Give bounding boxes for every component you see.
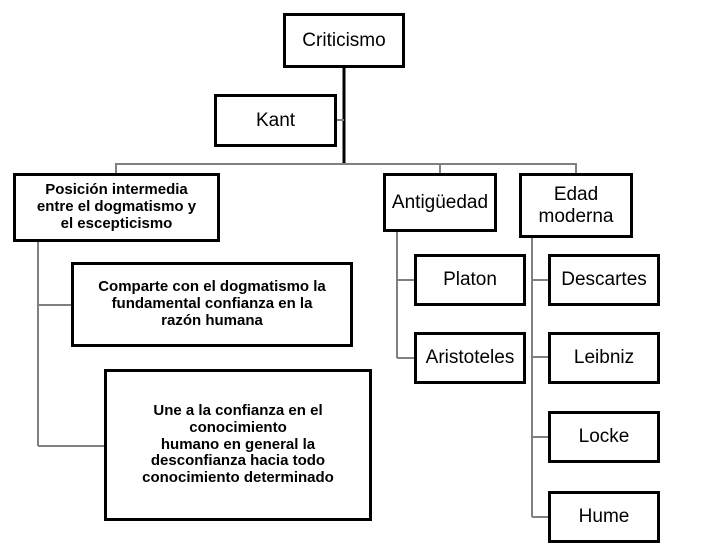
node-hume[interactable]: Hume <box>548 491 660 543</box>
node-aristoteles[interactable]: Aristoteles <box>414 332 526 384</box>
node-aristoteles-label: Aristoteles <box>425 347 515 369</box>
node-criticismo-label: Criticismo <box>302 29 386 51</box>
node-criticismo[interactable]: Criticismo <box>283 13 405 68</box>
node-antiguedad-label: Antigüedad <box>391 191 489 213</box>
node-platon-label: Platon <box>443 269 497 291</box>
node-descartes[interactable]: Descartes <box>548 254 660 306</box>
node-edad-moderna[interactable]: Edad moderna <box>519 173 633 238</box>
node-kant[interactable]: Kant <box>214 94 337 147</box>
node-descartes-label: Descartes <box>561 269 647 291</box>
node-locke[interactable]: Locke <box>548 411 660 463</box>
node-platon[interactable]: Platon <box>414 254 526 306</box>
node-comparte-dogmatismo-label: Comparte con el dogmatismo la fundamenta… <box>98 278 326 329</box>
node-edad-moderna-label: Edad moderna <box>538 184 614 227</box>
node-leibniz-label: Leibniz <box>573 347 635 369</box>
node-posicion-intermedia-label: Posición intermedia entre el dogmatismo … <box>36 181 197 232</box>
node-comparte-dogmatismo[interactable]: Comparte con el dogmatismo la fundamenta… <box>71 262 353 347</box>
node-une-confianza[interactable]: Une a la confianza en el conocimiento hu… <box>104 369 372 521</box>
node-kant-label: Kant <box>255 109 296 131</box>
node-une-confianza-label: Une a la confianza en el conocimiento hu… <box>142 402 334 487</box>
node-hume-label: Hume <box>578 506 630 528</box>
node-leibniz[interactable]: Leibniz <box>548 332 660 384</box>
node-posicion-intermedia[interactable]: Posición intermedia entre el dogmatismo … <box>13 173 220 242</box>
node-locke-label: Locke <box>578 426 630 448</box>
node-antiguedad[interactable]: Antigüedad <box>383 173 497 232</box>
